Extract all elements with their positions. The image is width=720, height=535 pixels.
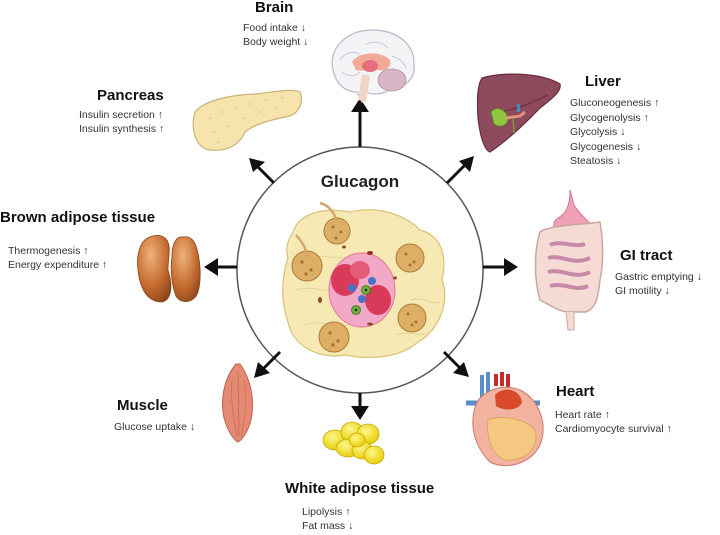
effect-item: Glycolysis ↓: [570, 125, 659, 140]
effect-item: Glucose uptake ↓: [114, 420, 195, 434]
brain-icon: [331, 29, 415, 104]
heart-icon: [466, 372, 544, 467]
pancreas-title: Pancreas: [97, 87, 164, 104]
gi-tract-effects: Gastric emptying ↓ GI motility ↓: [615, 270, 702, 298]
brain-title: Brain: [255, 0, 294, 16]
effect-label: Energy expenditure: [8, 259, 100, 271]
muscle-effects: Glucose uptake ↓: [114, 420, 195, 434]
brown-adipose-title: Brown adipose tissue: [0, 209, 156, 226]
up-arrow-icon: ↑: [158, 123, 165, 135]
arrow-to-white-adipose-head: [351, 406, 369, 420]
pancreatic-islet-icon: [282, 201, 446, 359]
effect-item: Lipolysis ↑: [302, 505, 353, 519]
down-arrow-icon: ↓: [616, 155, 622, 167]
effect-label: Food intake: [243, 22, 298, 34]
effect-label: Glucose uptake: [114, 421, 187, 433]
effect-label: Cardiomyocyte survival: [555, 423, 664, 435]
effect-item: GI motility ↓: [615, 284, 702, 298]
gi-tract-title: GI tract: [620, 247, 673, 264]
up-arrow-icon: ↑: [83, 245, 89, 257]
effect-label: Glycogenolysis: [570, 111, 641, 124]
effect-label: Heart rate: [555, 409, 602, 421]
up-arrow-icon: ↑: [643, 111, 649, 124]
white-adipose-title: White adipose tissue: [285, 480, 435, 497]
arrow-to-pancreas-head: [249, 158, 265, 172]
down-arrow-icon: ↓: [189, 421, 196, 433]
liver-effects: Gluconeogenesis ↑ Glycogenolysis ↑ Glyco…: [570, 96, 659, 169]
gi-tract-icon: [534, 189, 604, 331]
muscle-title: Muscle: [117, 397, 168, 414]
effect-label: Steatosis: [570, 155, 614, 167]
effect-item: Gastric emptying ↓: [615, 270, 702, 284]
heart-effects: Heart rate ↑ Cardiomyocyte survival ↑: [555, 408, 672, 436]
effect-item: Energy expenditure ↑: [8, 258, 107, 272]
up-arrow-icon: ↑: [654, 97, 660, 109]
effect-label: Insulin synthesis: [79, 123, 157, 135]
effect-item: Insulin synthesis ↑: [79, 122, 164, 136]
up-arrow-icon: ↑: [345, 506, 351, 518]
arrow-to-liver-head: [459, 156, 474, 172]
pancreas-icon: [192, 89, 303, 151]
down-arrow-icon: ↓: [300, 22, 307, 34]
up-arrow-icon: ↑: [157, 109, 164, 121]
effect-label: GI motility: [615, 285, 662, 297]
down-arrow-icon: ↓: [635, 140, 642, 153]
arrow-to-muscle-head: [254, 362, 270, 378]
muscle-icon: [222, 363, 253, 443]
effect-label: Glycolysis: [570, 126, 618, 138]
effect-label: Insulin secretion: [79, 109, 155, 121]
brown-adipose-icon: [137, 234, 201, 303]
up-arrow-icon: ↑: [666, 423, 672, 435]
arrow-to-gi-tract-head: [504, 258, 518, 276]
arrow-to-heart: [442, 350, 463, 371]
effect-item: Gluconeogenesis ↑: [570, 96, 659, 111]
arrow-to-liver: [445, 162, 468, 185]
arrow-to-muscle: [260, 350, 282, 372]
effect-item: Fat mass ↓: [302, 519, 353, 533]
liver-icon: [476, 73, 561, 153]
liver-title: Liver: [585, 73, 621, 90]
effect-label: Glycogenesis: [570, 140, 634, 153]
arrow-to-brown-adipose-head: [204, 258, 218, 276]
effect-item: Cardiomyocyte survival ↑: [555, 422, 672, 436]
white-adipose-icon: [322, 421, 385, 465]
effect-label: Body weight: [243, 36, 301, 48]
arrow-to-heart-head: [453, 362, 469, 377]
up-arrow-icon: ↑: [604, 409, 610, 421]
effect-label: Thermogenesis: [8, 245, 81, 257]
pancreas-effects: Insulin secretion ↑ Insulin synthesis ↑: [79, 108, 164, 136]
arrow-to-brain-head: [351, 98, 369, 112]
down-arrow-icon: ↓: [664, 285, 670, 297]
white-adipose-effects: Lipolysis ↑ Fat mass ↓: [302, 505, 353, 533]
effect-label: Fat mass: [302, 520, 346, 532]
effect-item: Body weight ↓: [243, 35, 308, 49]
effect-item: Glycogenesis ↓: [570, 140, 659, 155]
down-arrow-icon: ↓: [348, 520, 354, 532]
down-arrow-icon: ↓: [696, 271, 702, 283]
effect-item: Thermogenesis ↑: [8, 244, 107, 258]
down-arrow-icon: ↓: [303, 36, 309, 48]
effect-item: Heart rate ↑: [555, 408, 672, 422]
brown-adipose-effects: Thermogenesis ↑ Energy expenditure ↑: [8, 244, 107, 272]
effect-item: Food intake ↓: [243, 21, 308, 35]
effect-label: Lipolysis: [302, 506, 343, 518]
effect-item: Insulin secretion ↑: [79, 108, 164, 122]
effect-item: Steatosis ↓: [570, 154, 659, 169]
effect-label: Gastric emptying: [615, 271, 694, 283]
effect-item: Glycogenolysis ↑: [570, 111, 659, 126]
brain-effects: Food intake ↓ Body weight ↓: [243, 21, 308, 49]
arrows: [204, 98, 518, 420]
heart-title: Heart: [556, 383, 595, 400]
up-arrow-icon: ↑: [101, 259, 108, 271]
effect-label: Gluconeogenesis: [570, 97, 652, 109]
down-arrow-icon: ↓: [620, 126, 626, 138]
center-title: Glucagon: [320, 172, 400, 191]
arrow-to-pancreas: [254, 163, 276, 185]
